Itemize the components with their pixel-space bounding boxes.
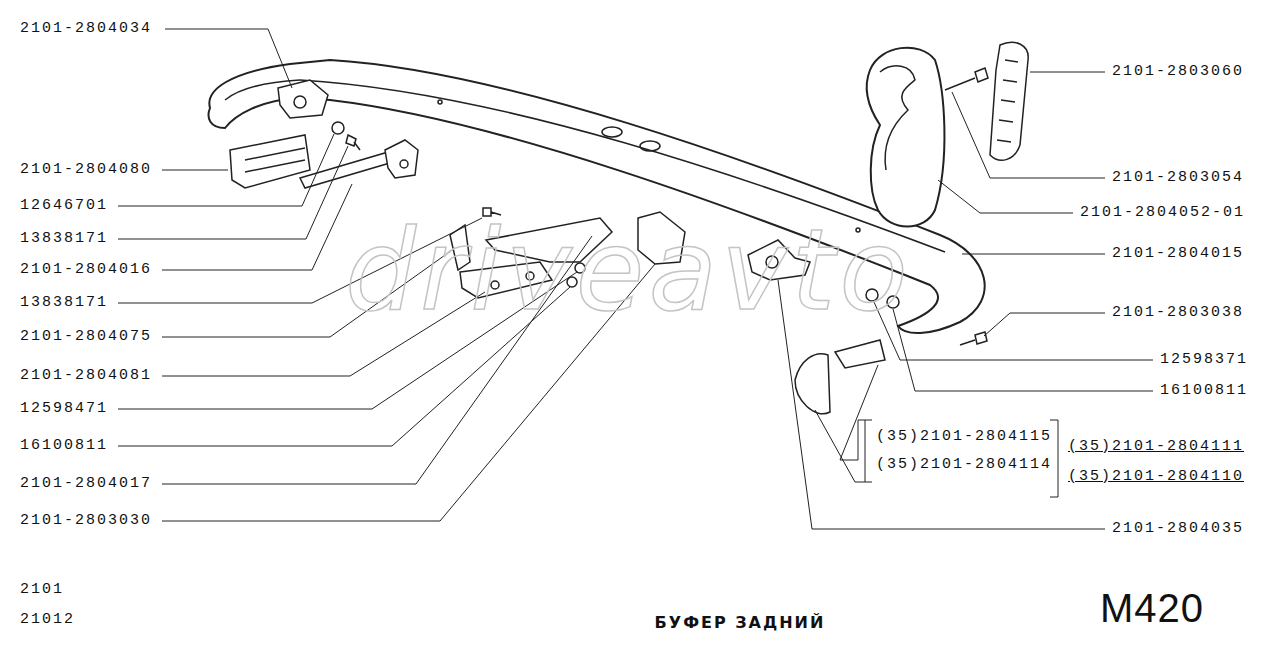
part-number: 12598471 xyxy=(20,400,108,418)
bolt-hole xyxy=(400,160,408,168)
part-number: 2101-2804052-01 xyxy=(1080,204,1245,222)
part-number: 16100811 xyxy=(20,437,108,455)
model-number: 21012 xyxy=(20,611,75,629)
part-number: (35)2101-2804115 xyxy=(876,428,1052,446)
rubber-strip xyxy=(990,42,1028,160)
part-number: (35)2101-2804110 xyxy=(1068,468,1244,486)
bracket xyxy=(278,80,328,118)
bolt xyxy=(346,135,360,150)
part-number: 2101-2804017 xyxy=(20,475,152,493)
part-number: 13838171 xyxy=(20,230,108,248)
bumper-hole xyxy=(602,127,622,137)
leader-lines xyxy=(118,29,1153,529)
bumper-hole xyxy=(640,141,660,151)
bracket xyxy=(230,135,310,188)
part-number: 2101-2804080 xyxy=(20,161,152,179)
part-number: 2101-2803038 xyxy=(1112,304,1244,322)
part-number: 2101-2803054 xyxy=(1112,169,1244,187)
part-number: 2101-2804081 xyxy=(20,367,152,385)
end-pad-detail xyxy=(880,66,915,170)
rubber-strip-detail xyxy=(997,60,1018,142)
part-number: 12646701 xyxy=(20,197,108,215)
screw xyxy=(960,332,987,345)
watermark: driveavto xyxy=(345,210,912,330)
part-number: 12598371 xyxy=(1160,351,1248,369)
part-number: 2101-2804015 xyxy=(1112,245,1244,263)
end-pad xyxy=(867,48,945,227)
part-number: 2101-2804075 xyxy=(20,328,152,346)
bumper-hole xyxy=(438,100,442,104)
part-number: 2101-2804034 xyxy=(20,20,152,38)
bracket xyxy=(835,340,885,368)
part-number: 16100811 xyxy=(1160,382,1248,400)
nut xyxy=(332,122,344,134)
part-number: 2101-2803030 xyxy=(20,512,152,530)
sheet-number: M420 xyxy=(1100,586,1204,630)
model-number: 2101 xyxy=(20,581,64,599)
title: БУФЕР ЗАДНИЙ xyxy=(655,613,826,632)
part-number: 13838171 xyxy=(20,294,108,312)
bar-end xyxy=(385,140,418,178)
part-number: (35)2101-2804114 xyxy=(876,456,1052,474)
bolt xyxy=(945,68,988,90)
part-number: 2101-2803060 xyxy=(1112,63,1244,81)
bolt-hole xyxy=(294,96,306,108)
bar xyxy=(300,150,400,188)
bracket xyxy=(245,148,305,172)
bracket xyxy=(795,354,830,414)
part-number: (35)2101-2804111 xyxy=(1068,438,1244,456)
part-number: 2101-2804016 xyxy=(20,261,152,279)
part-number: 2101-2804035 xyxy=(1112,520,1244,538)
